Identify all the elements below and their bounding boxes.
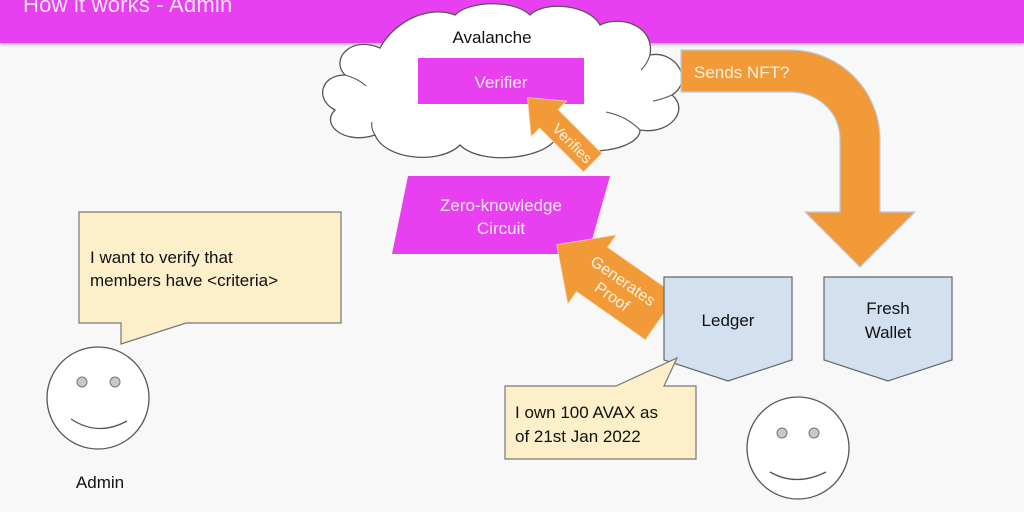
admin-callout-shape — [78, 211, 342, 345]
sends-nft-arrow: Sends NFT? — [680, 49, 917, 268]
verifier-box[interactable] — [418, 58, 584, 104]
cloud-label: Avalanche — [452, 28, 531, 47]
verifies-arrow-shape — [527, 97, 603, 173]
fresh-wallet-label-line2: Wallet — [865, 323, 912, 342]
admin-callout-line2: members have <criteria> — [90, 271, 278, 290]
admin-label: Admin — [76, 473, 124, 492]
user-callout-line1: I own 100 AVAX as — [515, 403, 658, 422]
verifier-node[interactable]: Verifier — [418, 58, 584, 104]
user-left-eye — [776, 427, 788, 439]
user-speech-callout: I own 100 AVAX as of 21st Jan 2022 — [504, 356, 697, 460]
user-callout-line2: of 21st Jan 2022 — [515, 427, 641, 446]
zk-circuit-node[interactable]: Zero-knowledge Circuit — [392, 176, 610, 254]
verifier-label: Verifier — [475, 73, 528, 92]
admin-callout-line1: I want to verify that — [90, 248, 233, 267]
admin-smiley-icon — [46, 346, 150, 450]
zk-circuit-label-line1: Zero-knowledge — [440, 196, 562, 215]
user-smiley-icon — [746, 396, 850, 500]
user-callout-shape — [504, 356, 697, 460]
user-smile — [769, 471, 827, 481]
zk-circuit-label-line2: Circuit — [477, 219, 525, 238]
admin-smile — [70, 418, 128, 430]
zk-circuit-shape[interactable] — [392, 176, 610, 254]
sends-nft-label: Sends NFT? — [694, 63, 789, 82]
fresh-wallet[interactable]: Fresh Wallet — [823, 276, 953, 382]
user-right-eye — [808, 427, 820, 439]
admin-right-eye — [109, 376, 121, 388]
ledger-shape[interactable] — [663, 276, 793, 382]
fresh-wallet-label-line1: Fresh — [866, 299, 909, 318]
page-title: How it works - Admin — [23, 0, 233, 17]
admin-left-eye — [76, 376, 88, 388]
ledger-wallet[interactable]: Ledger — [663, 276, 793, 382]
ledger-label: Ledger — [702, 311, 755, 330]
sends-nft-arrow-shape — [680, 49, 917, 268]
admin-speech-callout: I want to verify that members have <crit… — [78, 211, 342, 345]
fresh-wallet-shape[interactable] — [823, 276, 953, 382]
